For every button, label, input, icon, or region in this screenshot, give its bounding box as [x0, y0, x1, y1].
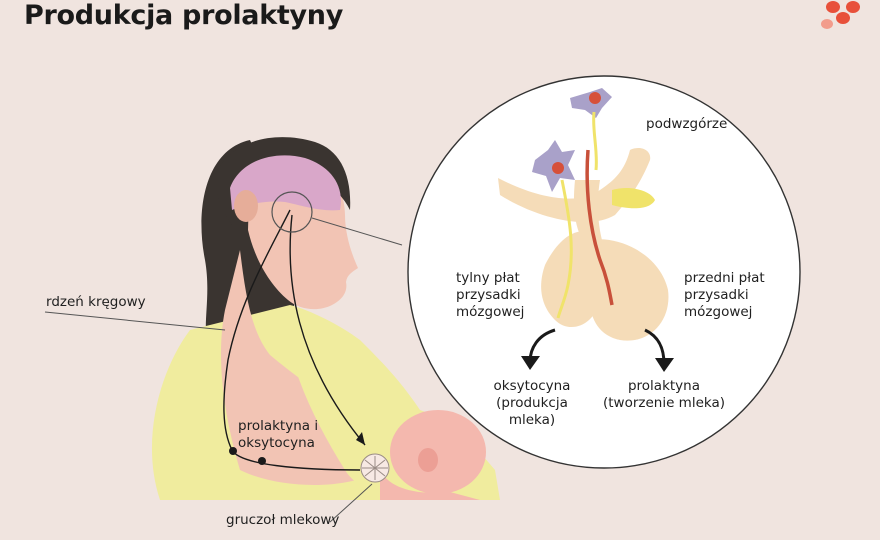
zoom-source-circle	[271, 191, 313, 233]
arrow-head	[356, 432, 365, 445]
baby-head	[390, 410, 486, 494]
label-oxytocin-result-1: oksytocyna	[493, 378, 571, 394]
label-prolactin-oxytocin-1: prolaktyna i	[238, 418, 319, 434]
label-posterior-lobe-2: przysadki	[456, 287, 521, 303]
page-title: Produkcja prolaktyny	[24, 0, 343, 31]
label-anterior-lobe-2: przysadki	[684, 287, 749, 303]
label-oxytocin-result-2: (produkcja	[496, 395, 568, 411]
label-anterior-lobe-3: mózgowej	[684, 304, 753, 320]
oxytocin-arrowhead	[521, 356, 540, 370]
baby-ear	[418, 448, 438, 472]
ear	[234, 190, 258, 222]
label-posterior-lobe-1: tylny płat	[456, 270, 520, 286]
hypothalamus-yellow	[612, 188, 655, 209]
neuron-1-icon	[570, 88, 612, 171]
pituitary-gland	[498, 88, 674, 372]
portal-vessel	[585, 149, 614, 306]
nerve-dot-1	[229, 447, 237, 455]
mammary-leader	[329, 483, 373, 523]
brain	[230, 155, 341, 211]
prolactin-arrowhead	[655, 358, 674, 372]
hair-top	[215, 137, 351, 225]
hormone-pathway	[289, 214, 366, 446]
mammary-gland-icon	[360, 453, 390, 483]
label-spinal-cord: rdzeń kręgowy	[46, 294, 146, 310]
mother-figure	[151, 137, 500, 500]
label-mammary-gland: gruczoł mlekowy	[226, 512, 340, 528]
spinal-cord-leader	[44, 311, 226, 331]
four-petal-logo-icon	[821, 1, 860, 29]
label-oxytocin-result-3: mleka)	[508, 412, 556, 428]
label-posterior-lobe-3: mózgowej	[456, 304, 525, 320]
neuron-2-icon	[532, 140, 575, 319]
baby-body	[380, 470, 480, 500]
nerve-dot-2	[258, 457, 266, 465]
label-hypothalamus: podwzgórze	[646, 116, 728, 132]
label-prolactin-result-1: prolaktyna	[627, 378, 701, 394]
nerve-pathway	[223, 209, 361, 471]
label-anterior-lobe-1: przedni płat	[684, 270, 765, 286]
zoom-callout-line	[311, 217, 403, 246]
arm	[290, 330, 440, 495]
anterior-lobe	[590, 239, 669, 341]
label-prolactin-oxytocin-2: oksytocyna	[238, 435, 315, 451]
label-prolactin-result-2: (tworzenie mleka)	[602, 395, 726, 411]
